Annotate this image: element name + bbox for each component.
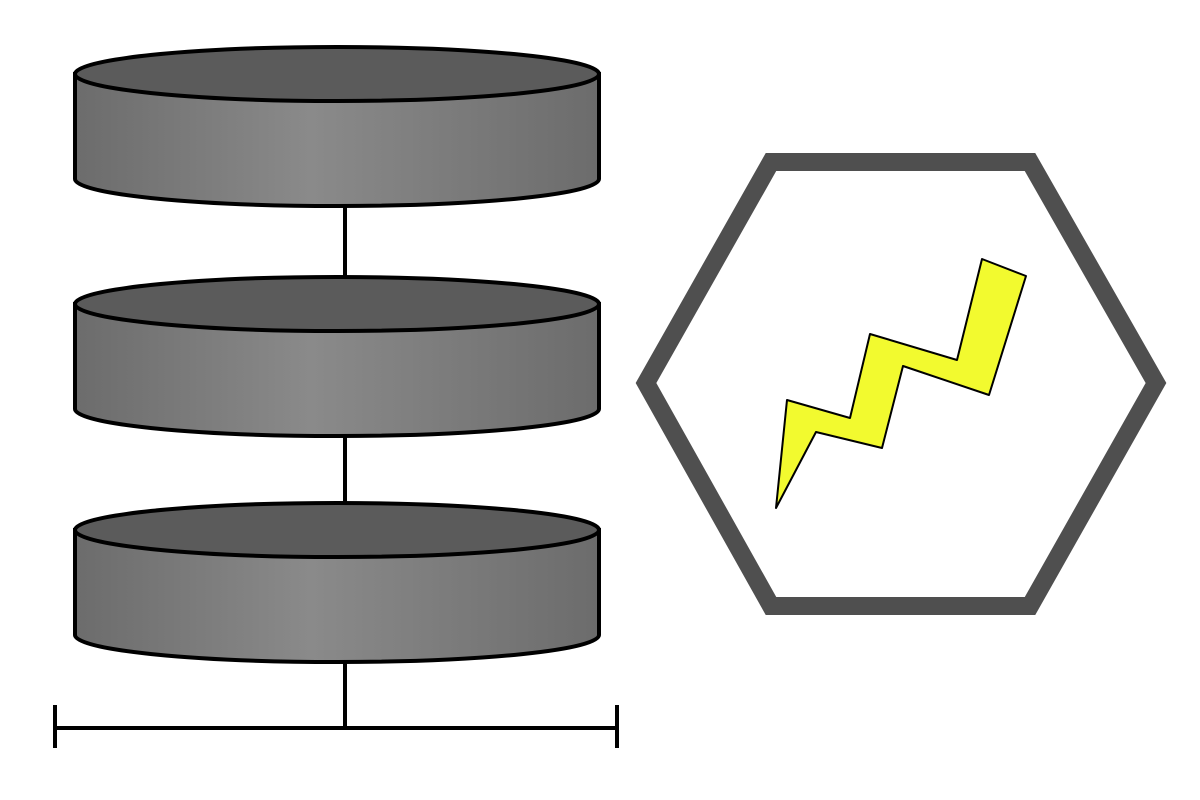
disk-side (73, 72, 601, 208)
database-disk-middle (73, 275, 601, 438)
disk-top (73, 45, 601, 103)
hexagon-badge (635, 153, 1167, 615)
database-disk-top (73, 45, 601, 208)
network-bus (53, 705, 619, 748)
lightning-bolt-icon (775, 258, 1027, 509)
hexagon-frame (635, 153, 1167, 615)
database-disk-bottom (73, 501, 601, 664)
disk-top (73, 501, 601, 559)
database-stack (73, 45, 601, 664)
disk-side (73, 302, 601, 438)
disk-top (73, 275, 601, 333)
disk-side (73, 528, 601, 664)
